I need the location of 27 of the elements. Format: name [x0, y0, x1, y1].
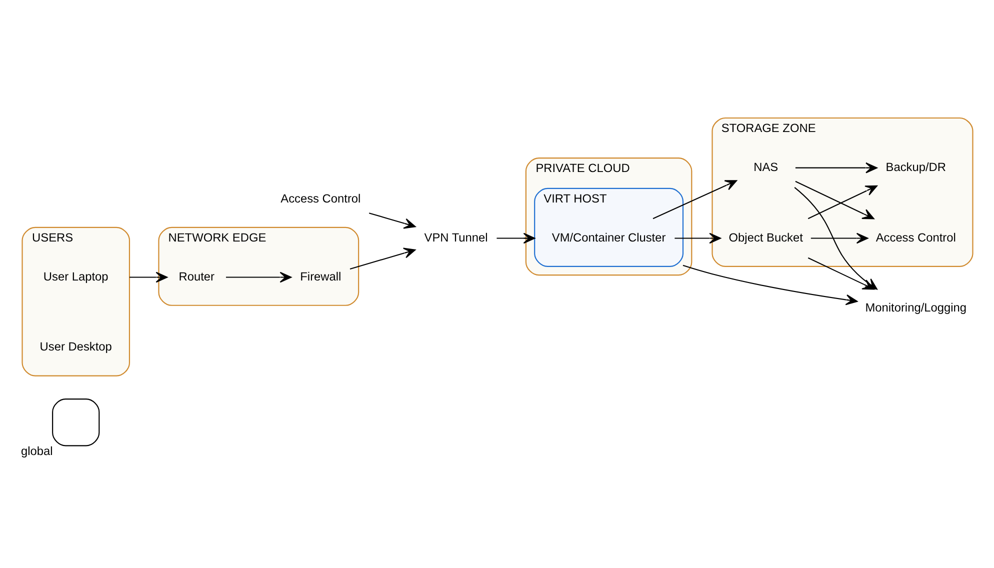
node-label: global	[20, 444, 52, 458]
arrow	[807, 257, 874, 290]
arrow	[349, 248, 416, 270]
arrow	[225, 272, 292, 283]
node-text: NAS	[753, 160, 778, 174]
arrow	[368, 212, 416, 229]
arrow	[810, 232, 868, 244]
node-text: Firewall	[300, 269, 341, 284]
arrow	[794, 162, 877, 174]
node-text: Access Control	[875, 230, 956, 244]
node-text: Router	[178, 269, 214, 284]
arrow	[652, 180, 737, 220]
arrow	[674, 232, 720, 244]
node-text: VPN Tunnel	[424, 230, 488, 244]
arrow	[128, 272, 168, 283]
arrow	[794, 180, 874, 220]
node-text: Access Control	[280, 191, 360, 206]
arrow	[807, 185, 877, 220]
node-text: Backup/DR	[885, 160, 946, 174]
node-text: Object Bucket	[728, 230, 802, 244]
node-text: User Desktop	[39, 340, 112, 354]
arrow	[496, 232, 535, 244]
node-text: Monitoring/Logging	[864, 300, 966, 315]
arrow	[682, 264, 858, 306]
node-text: User Laptop	[42, 269, 108, 284]
node-text: VM/Container Cluster	[551, 230, 666, 244]
node-box	[52, 398, 100, 446]
